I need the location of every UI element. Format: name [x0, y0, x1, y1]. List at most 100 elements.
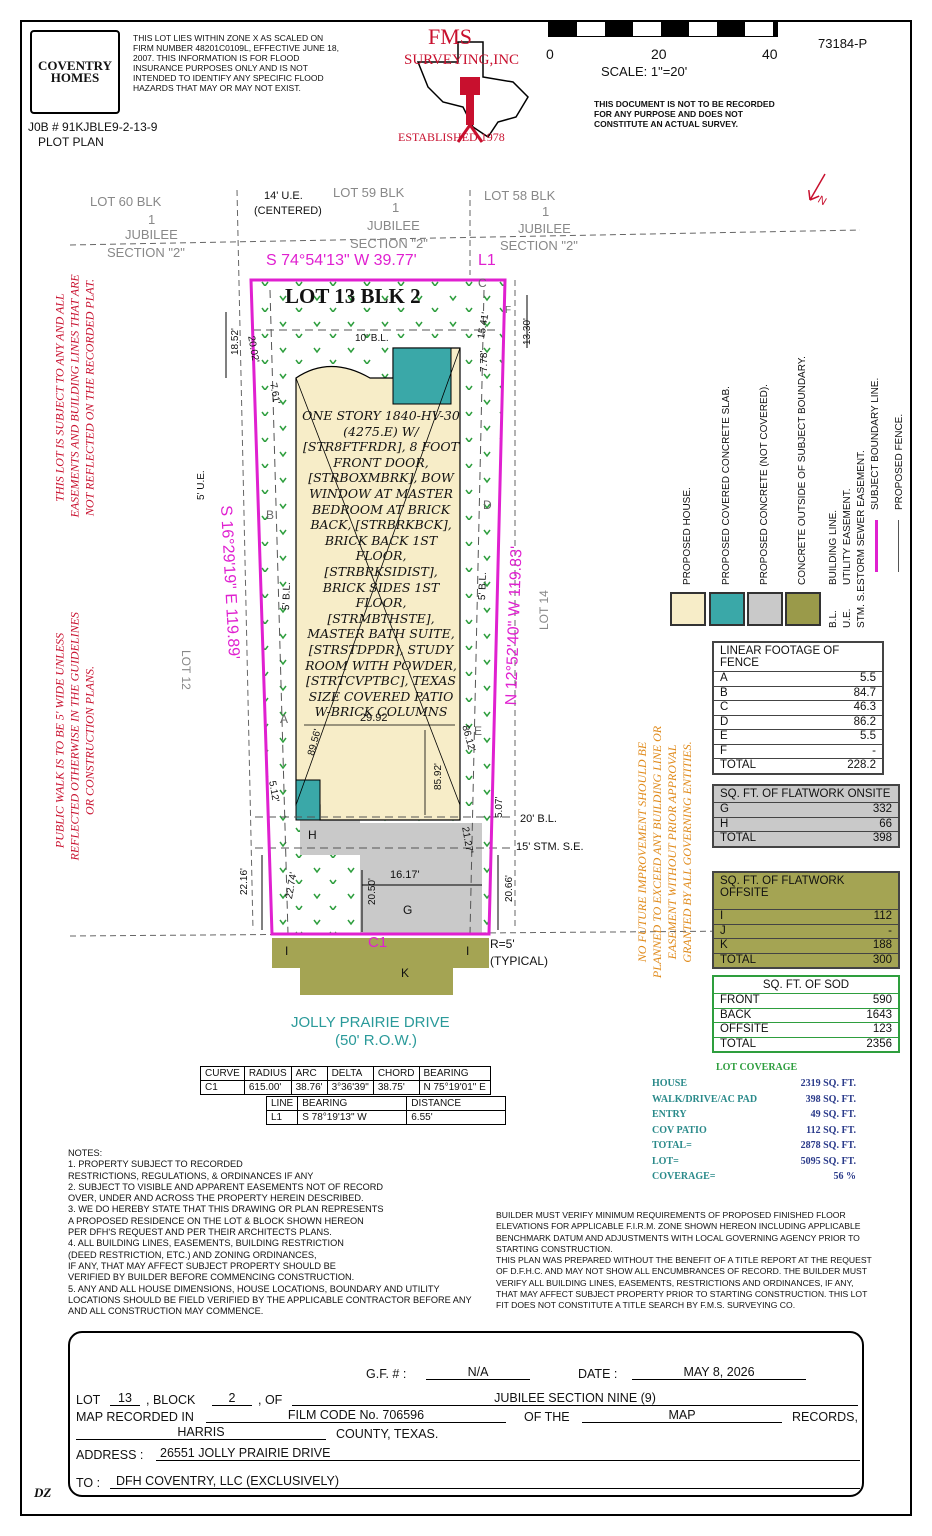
bl20-label: 20' B.L.: [520, 813, 557, 825]
fence-label-d: D: [483, 498, 492, 512]
dim-5-07: 5.07': [494, 796, 505, 818]
legend-stm: STORM SEWER EASEMENT.: [856, 450, 867, 585]
lot58-blk: 1: [542, 204, 550, 219]
street-row: (50' R.O.W.): [335, 1032, 418, 1049]
address-value: 26551 JOLLY PRAIRIE DRIVE: [156, 1446, 860, 1461]
film-code-value: FILM CODE No. 706596: [206, 1408, 506, 1423]
county-value: HARRIS: [76, 1425, 326, 1440]
established: ESTABLISHED 1978: [398, 130, 505, 144]
lot58-sub: JUBILEE: [518, 221, 571, 236]
onsite-table-title: SQ. FT. OF FLATWORK ONSITE: [714, 786, 898, 803]
dim-18-52: 18.52': [230, 328, 241, 355]
not-survey-note: THIS DOCUMENT IS NOT TO BE RECORDED FOR …: [594, 99, 775, 129]
plot-plan-drawing: [69, 173, 881, 995]
subdivision-value: JUBILEE SECTION NINE (9): [292, 1391, 858, 1406]
ue14-label: 14' U.E.: [264, 190, 303, 202]
initials: DZ: [34, 1485, 52, 1500]
legend-ue: UTILITY EASEMENT.: [842, 488, 853, 585]
to-label: TO :: [76, 1476, 101, 1490]
records-label: RECORDS,: [792, 1410, 858, 1424]
table-row: COVERAGE=56 %: [652, 1171, 856, 1182]
dim-22-16: 22.16': [239, 868, 250, 895]
lot59-blk: 1: [392, 200, 400, 215]
scale-20: 20: [651, 46, 667, 62]
easement-note: THIS LOT IS SUBJECT TO ANY AND ALL EASEM…: [52, 274, 97, 518]
fence-label-a: A: [280, 712, 289, 726]
gf-value: N/A: [426, 1365, 530, 1380]
line-l1-label: L1: [478, 252, 496, 269]
curve-c1-label: C1: [368, 934, 388, 951]
logo-text: COVENTRY HOMES: [38, 58, 112, 85]
radius-label: R=5': [490, 937, 515, 951]
bl5-west-label: 5' B.L.: [281, 581, 293, 611]
offsite-table-title: SQ. FT. OF FLATWORK OFFSITE: [714, 873, 898, 910]
legend-covered: PROPOSED COVERED CONCRETE SLAB.: [721, 386, 732, 585]
flatwork-label-i-west: I: [285, 944, 289, 958]
page-frame: [20, 20, 912, 1516]
gf-label: G.F. # :: [366, 1367, 407, 1381]
legend-abbr-bl: B.L.: [828, 610, 839, 628]
dim-20-50: 20.50': [367, 878, 378, 905]
legend-fence-line: [898, 520, 899, 572]
coventry-homes-logo: COVENTRY HOMES: [30, 30, 120, 114]
date-value: MAY 8, 2026: [632, 1365, 806, 1380]
legend-house: PROPOSED HOUSE.: [682, 487, 693, 585]
dim-20-66: 20.66': [504, 875, 515, 902]
block-value: 2: [212, 1391, 252, 1406]
block-label: , BLOCK: [146, 1393, 196, 1407]
lot59-section: SECTION "2": [350, 236, 428, 251]
scale-bar: [548, 21, 778, 37]
fms-logo: FMS SURVEYING,INC ESTABLISHED 1978: [388, 22, 538, 147]
texas-map-icon: [416, 41, 529, 143]
fence-label-c: C: [478, 276, 487, 290]
typical-label: (TYPICAL): [490, 954, 549, 968]
ue5-label: 5' U.E.: [196, 470, 207, 500]
legend-bl: BUILDING LINE.: [828, 509, 839, 585]
legend-boundary: SUBJECT BOUNDARY LINE.: [870, 377, 881, 510]
lot60-section: SECTION "2": [107, 245, 185, 260]
legend-outside-swatch: [785, 592, 821, 626]
fence-label-b: B: [266, 508, 275, 522]
lot14-label: LOT 14: [537, 590, 551, 630]
future-improvement-note: NO FUTURE IMPROVEMENT SHOULD BE PLANNED …: [635, 725, 694, 979]
north-boundary-bearing: S 74°54'13" W 39.77': [266, 252, 417, 269]
flood-note: THIS LOT LIES WITHIN ZONE X AS SCALED ON…: [133, 33, 339, 93]
lot60-label: LOT 60 BLK: [90, 194, 162, 209]
bl5-east-label: 5' B.L.: [477, 571, 489, 601]
dim-7-78: 7.78': [479, 350, 490, 372]
builder-note: BUILDER MUST VERIFY MINIMUM REQUIREMENTS…: [496, 1210, 872, 1311]
lot-value: 13: [110, 1391, 140, 1406]
flatwork-label-h: H: [308, 828, 317, 842]
scale-label: SCALE: 1"=20': [601, 64, 688, 79]
scale-40: 40: [762, 46, 778, 62]
legend-outside: CONCRETE OUTSIDE OF SUBJECT BOUNDARY.: [797, 356, 808, 585]
map-recorded-label: MAP RECORDED IN: [76, 1410, 194, 1424]
public-walk-note: PUBLIC WALK IS TO BE 5' WIDE UNLESS REFL…: [52, 612, 97, 861]
centered-label: (CENTERED): [254, 205, 322, 217]
document-id: 73184-P: [818, 36, 868, 51]
date-label: DATE :: [578, 1367, 618, 1381]
lot59-label: LOT 59 BLK: [333, 185, 405, 200]
lot12-label: LOT 12: [179, 650, 193, 690]
house-description: ONE STORY 1840-HV-30 (4275.E) W/ [STR8FT…: [302, 408, 460, 720]
flatwork-label-g: G: [403, 903, 413, 917]
table-row: J-: [714, 925, 898, 939]
